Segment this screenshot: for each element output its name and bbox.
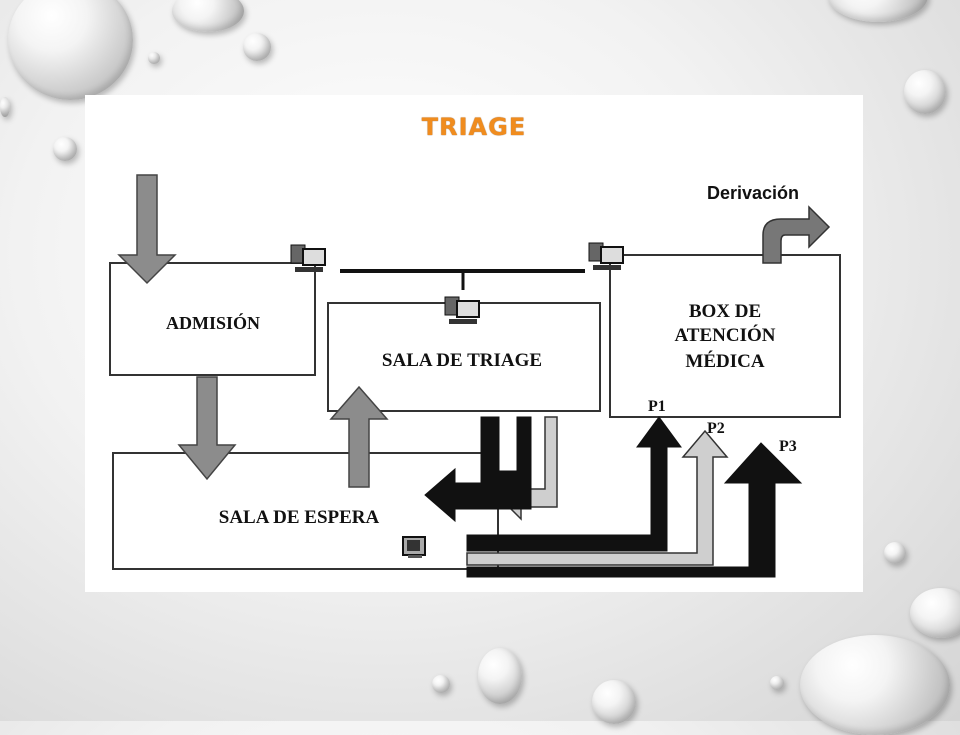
water-drop [172, 0, 244, 32]
water-drop [828, 0, 928, 22]
water-drop [53, 137, 77, 161]
p1-label: P1 [648, 398, 666, 415]
monitor-icon [402, 536, 426, 558]
water-drop [904, 70, 946, 114]
box-atencion-label-line1: BOX DE [689, 301, 761, 322]
computer-icon [444, 296, 480, 324]
computer-icon [290, 244, 326, 272]
triage-return-dark-arrow [424, 416, 532, 523]
slide-title: TRIAGE [421, 113, 527, 141]
box-atencion-box [609, 254, 841, 418]
p1-arrow [466, 416, 682, 552]
box-atencion-label-line2: ATENCIÓN [675, 324, 776, 346]
water-drop [243, 33, 271, 61]
sala-espera-label: SALA DE ESPERA [219, 507, 380, 528]
p2-arrow [466, 429, 729, 566]
box-atencion-label-line3: MÉDICA [685, 350, 764, 372]
water-drop [478, 648, 522, 704]
sala-triage-label: SALA DE TRIAGE [382, 350, 542, 371]
water-drop [432, 675, 450, 693]
admision-label: ADMISIÓN [166, 312, 260, 333]
water-drop [148, 52, 160, 64]
sala-espera-box [112, 452, 499, 570]
water-drop [910, 588, 960, 638]
water-drop [884, 542, 906, 564]
water-drop [592, 680, 636, 724]
admision-to-espera-arrow [177, 376, 237, 481]
derivacion-arrow [762, 205, 831, 264]
p3-label: P3 [779, 438, 797, 455]
computer-icon [588, 242, 624, 270]
water-drop [0, 97, 10, 117]
p2-label: P2 [707, 420, 725, 437]
triage-diagram-panel: TRIAGE [85, 95, 863, 592]
water-drop [770, 676, 784, 690]
water-drop [800, 635, 950, 735]
entry-arrow [117, 174, 177, 285]
espera-to-triage-arrow [329, 385, 389, 488]
triage-flow-diagram: ADMISIÓN SALA DE TRIAGE BOX DE ATENCIÓN … [109, 174, 841, 578]
water-drop [8, 0, 133, 100]
admision-box [109, 262, 316, 376]
p3-arrow [466, 442, 803, 578]
derivacion-label: Derivación [707, 183, 799, 203]
